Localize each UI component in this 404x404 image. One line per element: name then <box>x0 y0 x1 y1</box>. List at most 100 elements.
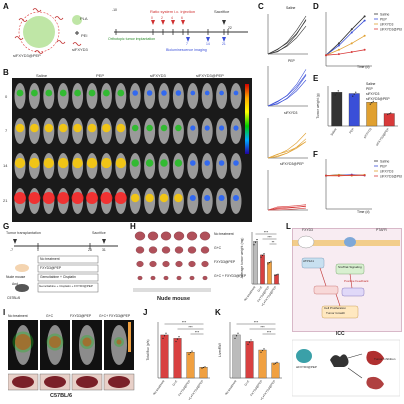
data-point <box>350 31 353 34</box>
tumor-signal <box>132 90 138 96</box>
tumor-specimen <box>187 246 197 254</box>
bar-0 <box>331 92 343 127</box>
tumor-signal <box>73 123 82 133</box>
group-saline-label: Saline <box>36 73 48 78</box>
tumor-specimen <box>148 246 158 254</box>
data-point <box>337 42 340 45</box>
bar-dot <box>337 90 339 92</box>
g-mouse2: C57BL/6 <box>7 296 21 300</box>
tumor-signal <box>14 157 26 169</box>
sig-stars: *** <box>182 320 187 324</box>
day-label-21: 21 <box>3 198 8 203</box>
bli-label: Bioluminescence imaging <box>166 48 207 52</box>
panel-label-f: F <box>313 150 318 159</box>
tumor-specimen <box>176 275 182 281</box>
i-colorbar <box>128 322 131 352</box>
timeline-a <box>114 20 248 42</box>
c-curve <box>267 75 307 107</box>
l-node-fxyd3: FXYD3 <box>302 228 313 232</box>
pathway-diagram <box>292 235 400 397</box>
bar-3 <box>383 113 395 127</box>
data-point <box>325 174 327 177</box>
bar-dot <box>276 361 278 363</box>
bar-dot <box>273 363 275 365</box>
c-title-sifxyd3: siFXYD3 <box>284 111 298 115</box>
signal-halo <box>114 337 124 347</box>
mouse-body <box>187 83 199 109</box>
panel-label-i: I <box>3 308 6 317</box>
data-point <box>350 174 353 177</box>
bar-dot <box>253 244 255 246</box>
data-point <box>325 54 327 57</box>
tumor-signal <box>16 89 24 97</box>
intensity-colorbar <box>245 84 249 154</box>
tumor-signal <box>190 160 196 166</box>
c-curve <box>267 138 307 159</box>
bar-dot <box>163 335 166 337</box>
g-sacrifice-label: Sacrifice <box>92 231 106 235</box>
tumor-signal <box>88 89 96 97</box>
series-line-2 <box>325 35 365 56</box>
bar-dot <box>268 261 271 264</box>
bar-dot <box>188 353 190 355</box>
day-label-0: 0 <box>5 94 8 99</box>
tumor-specimen <box>160 231 172 241</box>
tumor-specimen <box>150 275 156 281</box>
legend-label: siFXYD3@PEP <box>380 174 402 178</box>
bar-dot <box>270 260 272 262</box>
tumor-signal <box>31 89 38 97</box>
signal-core <box>82 337 92 347</box>
sig-stars: *** <box>195 330 200 334</box>
mouse-body <box>187 118 199 144</box>
tumor-specimen <box>188 260 196 268</box>
data-point <box>337 44 340 47</box>
bar-dot <box>248 341 251 343</box>
c57-images <box>8 320 135 391</box>
bar-dot <box>371 102 373 104</box>
l-node-growth: Tumor Growth <box>326 311 346 315</box>
c-curve <box>267 206 307 211</box>
g-tick-0: -7 <box>10 248 14 252</box>
series-line-3 <box>325 174 365 177</box>
bar-3 <box>271 362 280 379</box>
d-xlabel: Time (d) <box>357 65 370 69</box>
legend-label: PEP <box>380 164 388 168</box>
data-point <box>363 34 366 37</box>
bar-1 <box>348 93 360 127</box>
tumor-signal <box>101 157 112 169</box>
tumor-signal <box>159 193 169 203</box>
panel-label-k: K <box>215 308 221 317</box>
bar-dot <box>275 274 278 276</box>
i-col-3: G+C+ FXYD3@PEP <box>99 314 131 318</box>
tumor-signal <box>116 123 126 133</box>
series-line-0 <box>325 16 365 56</box>
g-arm-1: FXYD3@PEP <box>40 266 62 270</box>
legend-e-2: siFXYD3 <box>366 92 380 96</box>
bar-dot <box>191 350 193 352</box>
bar-2 <box>366 102 378 127</box>
bar-dot <box>260 351 262 353</box>
bar-dot <box>352 95 354 97</box>
legend-label: siFXYD3 <box>380 169 393 173</box>
legend-label: siFXYD3@PEP <box>380 27 402 31</box>
l-node-icc: ICC <box>336 331 345 337</box>
nanoparticle-schematic <box>14 8 82 54</box>
tumor-signal <box>74 89 81 97</box>
tumor-signal <box>190 125 196 131</box>
y-label: Average tumor weight (mg) <box>240 238 244 279</box>
g-mouse1: Nude mouse <box>6 275 26 279</box>
i-col-1: G+C <box>46 314 54 318</box>
tumor-signal <box>175 124 182 132</box>
c-curve <box>267 69 307 107</box>
y-label: Total flux (p/s) <box>146 339 150 360</box>
i-col-0: No treatment <box>8 314 28 318</box>
day-label-7: 7 <box>5 128 8 133</box>
bar-dot <box>274 274 276 276</box>
panel-label-h: H <box>130 222 136 231</box>
tumor-signal <box>204 160 210 166</box>
bar-dot <box>388 113 390 115</box>
h-row-0: No treatment <box>214 232 234 236</box>
legend-e-3: siFXYD3@PEP <box>366 97 390 101</box>
